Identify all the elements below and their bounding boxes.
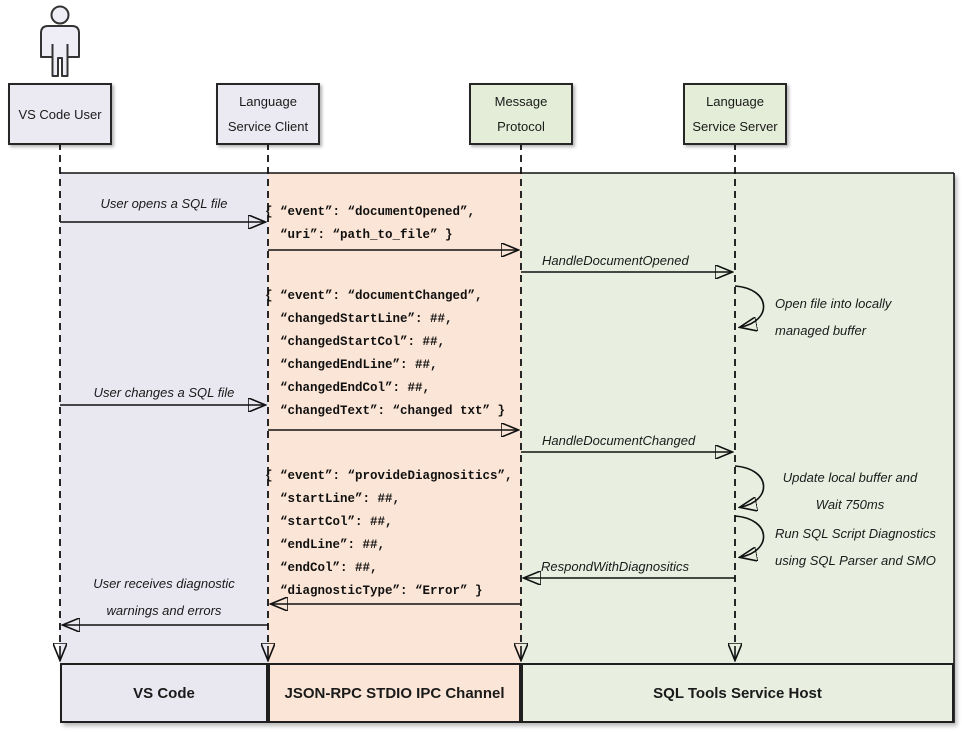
participant-vscode-user: VS Code User bbox=[8, 83, 112, 145]
label-open-locally: Open file into locally managed buffer bbox=[775, 290, 891, 344]
payload-document-changed: { “event”: “documentChanged”, “changedSt… bbox=[265, 285, 505, 423]
lane-sql-tools-host bbox=[521, 173, 954, 663]
participant-label: VS Code User bbox=[18, 106, 102, 122]
participant-label: Protocol bbox=[497, 119, 545, 134]
participant-message-protocol: Message Protocol bbox=[469, 83, 573, 145]
label-line: User receives diagnostic bbox=[93, 576, 235, 591]
code-line: { “event”: “documentOpened”, bbox=[265, 205, 476, 219]
label-line: Run SQL Script Diagnostics bbox=[775, 526, 936, 541]
label-change-file: User changes a SQL file bbox=[93, 385, 235, 400]
footer-box-sql-tools-host: SQL Tools Service Host bbox=[521, 663, 954, 723]
footer-box-vscode: VS Code bbox=[60, 663, 268, 723]
label-line: Wait 750ms bbox=[815, 497, 885, 512]
code-line: “changedStartCol”: ##, bbox=[265, 335, 446, 349]
participant-label: Service Client bbox=[227, 119, 309, 134]
code-line: “changedText”: “changed txt” } bbox=[265, 404, 506, 418]
label-handle-document-changed: HandleDocumentChanged bbox=[542, 433, 696, 448]
label-line: Open file into locally bbox=[775, 296, 892, 311]
label-receive-diagnostics: User receives diagnostic warnings and er… bbox=[60, 570, 268, 624]
footer-label: JSON-RPC STDIO IPC Channel bbox=[284, 684, 505, 702]
code-line: “changedStartLine”: ##, bbox=[265, 312, 453, 326]
lane-vscode bbox=[60, 173, 268, 663]
label-run-diagnostics: Run SQL Script Diagnostics using SQL Par… bbox=[775, 520, 936, 574]
footer-label: SQL Tools Service Host bbox=[653, 684, 822, 702]
label-open-file: User opens a SQL file bbox=[100, 196, 228, 211]
lane-json-rpc-channel bbox=[268, 173, 521, 663]
code-line: “endCol”: ##, bbox=[265, 561, 378, 575]
footer-box-json-rpc-channel: JSON-RPC STDIO IPC Channel bbox=[268, 663, 521, 723]
code-line: “changedEndLine”: ##, bbox=[265, 358, 438, 372]
participant-label: Language bbox=[239, 94, 297, 109]
label-line: warnings and errors bbox=[106, 603, 222, 618]
label-line: Update local buffer and bbox=[782, 470, 918, 485]
payload-provide-diagnostics: { “event”: “provideDiagnositics”, “start… bbox=[265, 465, 513, 603]
participant-label: Service Server bbox=[692, 119, 778, 134]
label-respond-with-diagnostics: RespondWithDiagnositics bbox=[541, 559, 690, 574]
code-line: “changedEndCol”: ##, bbox=[265, 381, 431, 395]
participant-language-service-client: Language Service Client bbox=[216, 83, 320, 145]
code-line: “startCol”: ##, bbox=[265, 515, 393, 529]
participant-label: Message bbox=[494, 94, 548, 109]
label-line: managed buffer bbox=[775, 323, 867, 338]
code-line: { “event”: “documentChanged”, bbox=[265, 289, 483, 303]
participant-label: Language bbox=[706, 94, 764, 109]
footer-label: VS Code bbox=[133, 684, 195, 702]
code-line: “startLine”: ##, bbox=[265, 492, 401, 506]
participant-language-service-server: Language Service Server bbox=[683, 83, 787, 145]
payload-document-opened: { “event”: “documentOpened”, “uri”: “pat… bbox=[265, 201, 475, 247]
code-line: “endLine”: ##, bbox=[265, 538, 386, 552]
label-handle-document-opened: HandleDocumentOpened bbox=[542, 253, 689, 268]
user-actor-icon bbox=[40, 5, 80, 77]
code-line: “uri”: “path_to_file” } bbox=[265, 228, 453, 242]
code-line: { “event”: “provideDiagnositics”, bbox=[265, 469, 513, 483]
label-line: using SQL Parser and SMO bbox=[775, 553, 936, 568]
code-line: “diagnosticType”: “Error” } bbox=[265, 584, 483, 598]
label-update-buffer: Update local buffer and Wait 750ms bbox=[775, 464, 925, 518]
